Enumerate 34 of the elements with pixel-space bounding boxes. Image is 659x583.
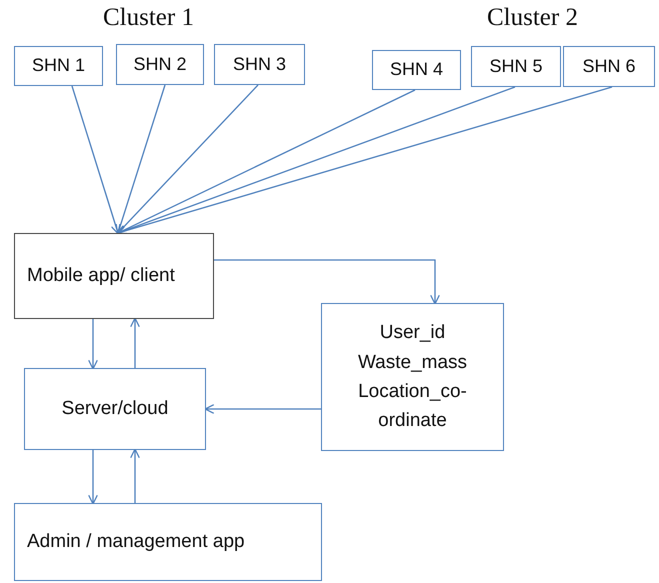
box-label: SHN 3	[232, 52, 286, 76]
process-box	[471, 46, 561, 87]
arrow	[88, 450, 98, 505]
box-label: User_id	[380, 321, 446, 346]
box-label: SHN 2	[133, 52, 186, 76]
box-label: SHN 6	[582, 54, 636, 78]
box-label: Server/cloud	[62, 397, 168, 422]
box-label: SHN 5	[489, 54, 542, 78]
process-box	[116, 44, 204, 85]
cluster-heading: Cluster 1	[103, 4, 194, 32]
arrow	[116, 84, 258, 234]
process-box	[563, 46, 655, 87]
process-box	[24, 368, 206, 450]
arrow	[214, 259, 440, 305]
cluster-heading: Cluster 2	[487, 4, 578, 32]
arrow	[130, 317, 140, 368]
arrow	[71, 86, 120, 234]
process-box	[321, 303, 504, 451]
box-label: Waste_mass	[358, 350, 468, 375]
process-box	[14, 233, 214, 319]
arrow	[116, 89, 416, 234]
process-box	[14, 46, 103, 86]
arrow	[204, 404, 321, 414]
arrow	[116, 84, 166, 234]
box-label: Admin / management app	[27, 530, 245, 554]
box-label: SHN 4	[390, 58, 443, 82]
box-label: Mobile app/ client	[27, 264, 175, 288]
arrow	[88, 319, 98, 370]
arrow	[130, 448, 140, 503]
process-box	[214, 44, 305, 85]
process-box	[14, 503, 322, 581]
box-label: Location_co-ordinate	[357, 380, 468, 434]
box-label: SHN 1	[32, 54, 85, 78]
process-box	[372, 50, 461, 90]
